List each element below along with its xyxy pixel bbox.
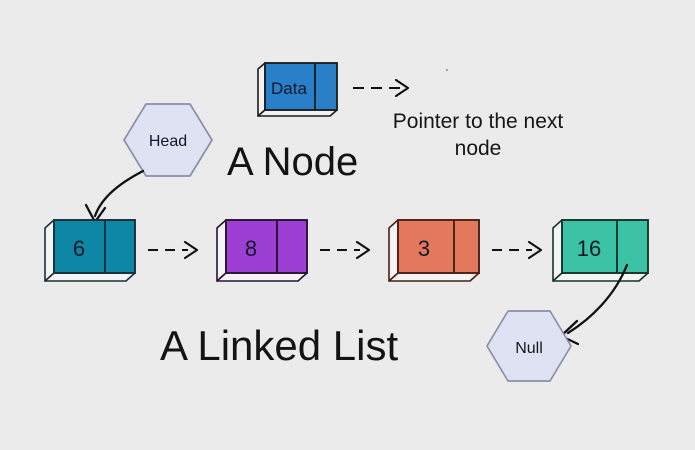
list-node-3-value: 16: [577, 236, 601, 261]
list-node-3-bottom-face: [552, 272, 649, 282]
list-node-1-front-face: [225, 219, 308, 274]
list-node-2-front-face: [397, 219, 480, 274]
list-node-0: 6: [44, 219, 136, 282]
list-node-3: 16: [552, 219, 649, 282]
list-node-2-value: 3: [418, 236, 430, 261]
list-node-3-left-face: [552, 219, 563, 282]
legend-pointer-arrow: [353, 78, 410, 98]
list-node-0-left-face: [44, 219, 55, 282]
list-node-1-value: 8: [245, 236, 257, 261]
legend-node-left-face: [257, 62, 266, 117]
null-hexagon: Null: [486, 310, 572, 382]
legend-data-node: Data: [257, 62, 338, 117]
list-node-2-left-face: [388, 219, 399, 282]
null-hexagon-label: Null: [515, 340, 543, 357]
speck-dot: [445, 68, 449, 72]
list-node-0-bottom-face: [44, 272, 136, 282]
list-arrow-1: [320, 240, 371, 260]
list-node-3-front-face: [561, 219, 649, 274]
list-node-1-bottom-face: [216, 272, 308, 282]
head-to-first-node-arrow: [84, 169, 145, 224]
pointer-caption-line2: node: [455, 137, 502, 160]
list-node-1-left-face: [216, 219, 227, 282]
head-hexagon: Head: [123, 103, 213, 177]
list-title: A Linked List: [160, 322, 398, 369]
null-hexagon-shape: [486, 310, 572, 382]
head-hexagon-label: Head: [149, 133, 187, 150]
node-title: A Node: [227, 140, 358, 184]
list-arrow-0: [148, 240, 199, 260]
head-hexagon-shape: [123, 103, 213, 177]
list-arrow-2: [492, 240, 543, 260]
legend-node-data-label: Data: [271, 79, 307, 98]
list-node-1: 8: [216, 219, 308, 282]
legend-node-front-face: [264, 62, 338, 111]
legend-node-bottom-face: [257, 109, 338, 117]
pointer-caption-line1: Pointer to the next: [393, 110, 564, 133]
list-node-2: 3: [388, 219, 480, 282]
list-node-2-bottom-face: [388, 272, 480, 282]
list-node-0-value: 6: [73, 236, 85, 261]
list-node-0-front-face: [53, 219, 136, 274]
